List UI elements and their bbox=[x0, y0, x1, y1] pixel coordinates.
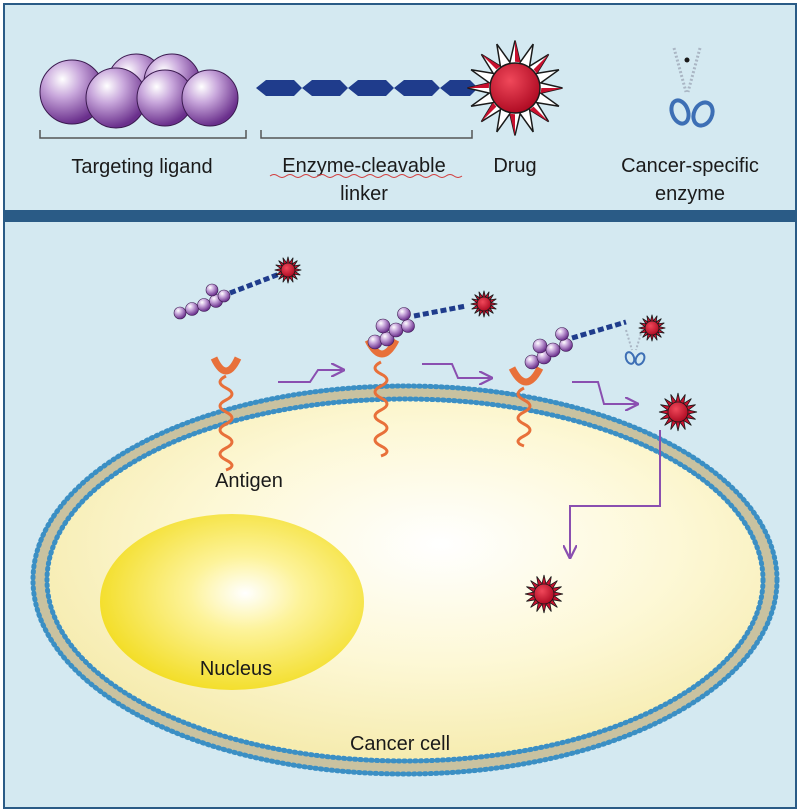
label-enzyme-line1: Cancer-specific bbox=[621, 155, 759, 177]
drug-internalized bbox=[524, 574, 564, 614]
label-cancer-cell: Cancer cell bbox=[350, 733, 450, 755]
drug-free bbox=[274, 256, 302, 284]
label-drug: Drug bbox=[493, 155, 536, 177]
label-nucleus: Nucleus bbox=[200, 658, 272, 680]
arrow-step-2 bbox=[422, 363, 490, 378]
conjugate-free bbox=[173, 270, 283, 320]
enzyme-scissors-icon bbox=[624, 329, 646, 366]
spellcheck-underline bbox=[269, 174, 463, 178]
label-enzyme-line2: enzyme bbox=[655, 183, 725, 205]
membrane-inner bbox=[44, 396, 766, 764]
legend-ligand bbox=[39, 53, 239, 129]
arrow-step-3 bbox=[572, 381, 636, 404]
panel-divider bbox=[4, 210, 796, 222]
legend-brackets bbox=[39, 130, 473, 139]
legend-drug-icon bbox=[467, 40, 563, 136]
label-targeting-ligand: Targeting ligand bbox=[71, 156, 212, 178]
nucleus bbox=[100, 514, 364, 690]
legend-scissors-icon bbox=[669, 47, 715, 128]
drug-bound-1 bbox=[470, 290, 498, 318]
membrane-outer bbox=[30, 383, 780, 777]
conjugate-bound-2 bbox=[524, 319, 627, 370]
antigen-1 bbox=[210, 356, 242, 472]
drug-bound-2 bbox=[638, 314, 666, 342]
label-linker-line1: Enzyme-cleavable bbox=[282, 155, 445, 177]
legend-drug bbox=[467, 40, 563, 136]
antigen-3 bbox=[508, 366, 544, 448]
drug-layer bbox=[274, 256, 698, 614]
legend-linker bbox=[256, 80, 478, 96]
label-antigen: Antigen bbox=[215, 470, 283, 492]
label-linker-line2: linker bbox=[340, 183, 388, 205]
conjugate-bound-1 bbox=[367, 303, 467, 350]
arrow-step-4 bbox=[570, 430, 661, 556]
arrow-step-1 bbox=[278, 370, 342, 383]
drug-released bbox=[658, 392, 698, 432]
